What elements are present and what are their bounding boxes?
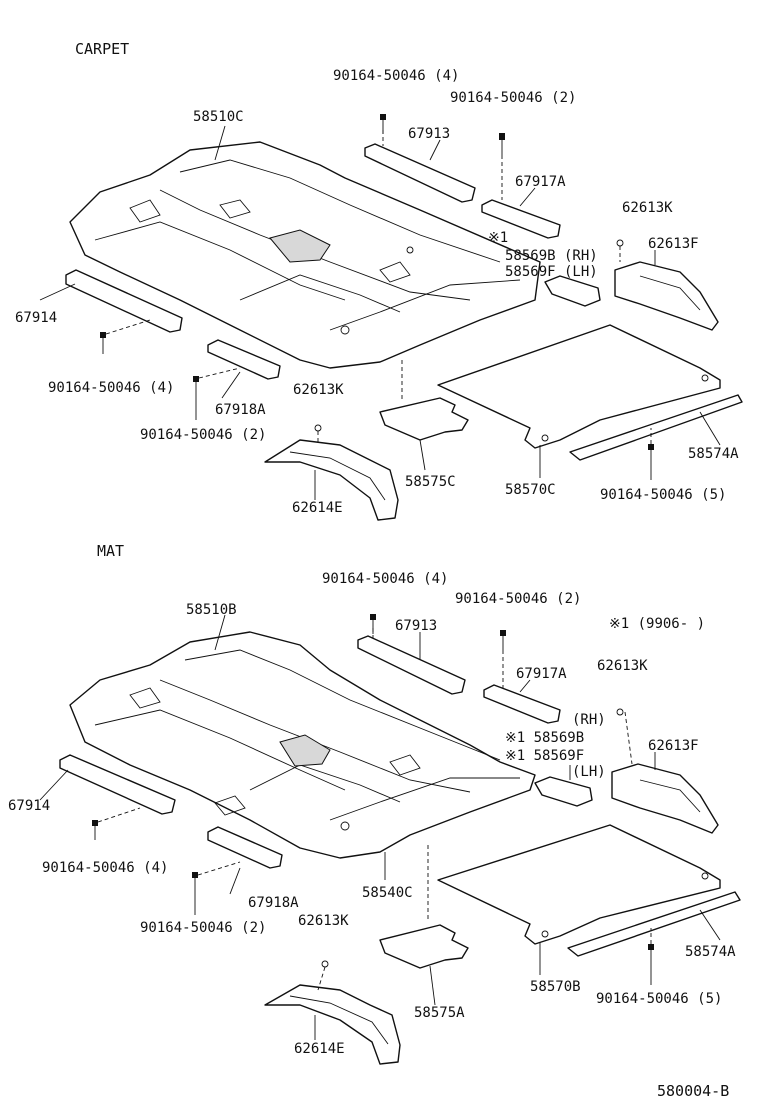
label-carpet-67917a: 67917A xyxy=(515,174,566,190)
label-carpet-note-mark: ※1 xyxy=(488,230,508,246)
mat-piece-58569-shape xyxy=(534,776,593,807)
mat-section: MAT xyxy=(8,542,741,1065)
label-carpet-62614e: 62614E xyxy=(292,500,343,516)
label-58570c: 58570C xyxy=(505,482,556,498)
label-58575a: 58575A xyxy=(414,1005,465,1021)
label-mat-bolt-67918a: 90164-50046 (2) xyxy=(140,920,266,936)
label-carpet-58569f: 58569F (LH) xyxy=(505,264,598,280)
label-mat-lh: (LH) xyxy=(572,764,606,780)
plate-67918a-shape xyxy=(207,339,281,380)
label-mat-62614e: 62614E xyxy=(294,1041,345,1057)
bolt-90164-67918a-icon xyxy=(193,376,199,420)
label-mat-62613k-top: 62613K xyxy=(597,658,648,674)
label-58540c: 58540C xyxy=(362,885,413,901)
mat-plate-67913-shape xyxy=(357,635,466,695)
clip-mat-62613k-low-icon xyxy=(317,960,329,991)
plate-67913-shape xyxy=(364,143,476,203)
mat-trim-62613f-shape xyxy=(611,763,719,834)
clip-mat-62613k-top-icon xyxy=(616,708,633,765)
trim-62613f-shape xyxy=(614,261,719,331)
bolt-90164-mat-67917a-icon xyxy=(500,630,506,650)
label-mat-bolt-58574a: 90164-50046 (5) xyxy=(596,991,722,1007)
piece-58575c-shape xyxy=(379,397,469,441)
bolt-90164-mat-67918a-icon xyxy=(192,872,198,915)
label-mat-62613f: 62613F xyxy=(648,738,699,754)
deck-58570c-shape xyxy=(437,324,721,449)
mat-plate-67917a-shape xyxy=(483,684,561,724)
label-mat-58569f: ※1 58569F xyxy=(505,748,584,764)
label-carpet-62613k-top: 62613K xyxy=(622,200,673,216)
label-mat-67913: 67913 xyxy=(395,618,437,634)
mat-plate-67914-shape xyxy=(59,754,176,815)
label-mat-67918a: 67918A xyxy=(248,895,299,911)
trim-62614e-shape xyxy=(264,439,399,521)
mat-trim-62614e-shape xyxy=(264,984,401,1065)
clip-62613k-top-icon xyxy=(616,239,624,262)
mat-piece-58575a-shape xyxy=(379,924,469,969)
label-58510c: 58510C xyxy=(193,109,244,125)
carpet-section-title: CARPET xyxy=(75,40,129,58)
label-carpet-58569b: 58569B (RH) xyxy=(505,248,598,264)
clip-62613k-low-icon xyxy=(314,424,322,445)
label-mat-rh: (RH) xyxy=(572,712,606,728)
mat-deck-58570b-shape xyxy=(437,824,721,945)
bolt-90164-58574a-icon xyxy=(648,444,654,480)
carpet-section: CARPET xyxy=(15,40,743,521)
bolt-90164-67917a-icon xyxy=(499,133,505,155)
label-carpet-bolt-67913: 90164-50046 (4) xyxy=(333,68,459,84)
plate-67914-shape xyxy=(65,269,183,333)
plate-67917a-shape xyxy=(481,199,561,239)
label-carpet-62613k-low: 62613K xyxy=(293,382,344,398)
label-58570b: 58570B xyxy=(530,979,581,995)
label-mat-67917a: 67917A xyxy=(516,666,567,682)
label-58510b: 58510B xyxy=(186,602,237,618)
mat-plate-58574a-shape xyxy=(567,891,741,957)
label-carpet-bolt-67914: 90164-50046 (4) xyxy=(48,380,174,396)
label-mat-bolt-67917a: 90164-50046 (2) xyxy=(455,591,581,607)
piece-58569-shape xyxy=(544,275,601,307)
label-mat-67914: 67914 xyxy=(8,798,50,814)
label-carpet-bolt-67917a: 90164-50046 (2) xyxy=(450,90,576,106)
label-mat-62613k-low: 62613K xyxy=(298,913,349,929)
bolt-90164-67914-icon xyxy=(100,332,106,354)
label-mat-bolt-67913: 90164-50046 (4) xyxy=(322,571,448,587)
label-mat-note-range: ※1 (9906- ) xyxy=(609,616,705,632)
label-carpet-67918a: 67918A xyxy=(215,402,266,418)
carpet-58510b-shape xyxy=(69,631,536,859)
label-58575c: 58575C xyxy=(405,474,456,490)
mat-section-title: MAT xyxy=(97,542,124,560)
label-mat-58574a: 58574A xyxy=(685,944,736,960)
label-carpet-58574a: 58574A xyxy=(688,446,739,462)
bolt-90164-mat-67914-icon xyxy=(92,820,98,840)
carpet-58510c-shape xyxy=(69,141,541,369)
label-carpet-67913: 67913 xyxy=(408,126,450,142)
label-carpet-bolt-67918a: 90164-50046 (2) xyxy=(140,427,266,443)
plate-58574a-shape xyxy=(569,394,743,461)
mat-plate-67918a-shape xyxy=(207,826,283,869)
label-carpet-67914: 67914 xyxy=(15,310,57,326)
bolt-90164-mat-58574a-icon xyxy=(648,944,654,985)
label-mat-bolt-67914: 90164-50046 (4) xyxy=(42,860,168,876)
label-mat-58569b: ※1 58569B xyxy=(505,730,584,746)
label-carpet-62613f: 62613F xyxy=(648,236,699,252)
figure-reference: 580004-B xyxy=(657,1082,729,1100)
label-carpet-bolt-58574a: 90164-50046 (5) xyxy=(600,487,726,503)
